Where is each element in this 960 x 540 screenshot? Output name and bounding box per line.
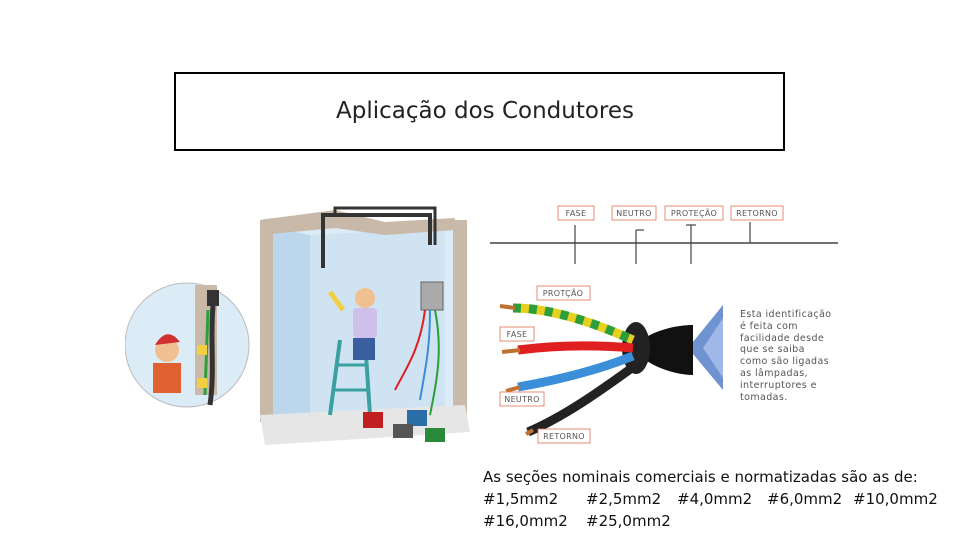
sections-row-2: #16,0mm2 #25,0mm2 <box>483 510 938 532</box>
label-retorno-side: RETORNO <box>543 432 585 441</box>
section-value: #6,0mm2 <box>767 490 843 508</box>
label-neutro-side: NEUTRO <box>504 395 539 404</box>
note-line: como são ligadas <box>740 356 830 368</box>
sections-row-1: #1,5mm2 #2,5mm2 #4,0mm2 #6,0mm2 #10,0mm2 <box>483 488 938 510</box>
sections-intro: As seções nominais comerciais e normatiz… <box>483 468 918 486</box>
note-line: tomadas. <box>740 391 788 403</box>
section-value: #16,0mm2 <box>483 512 568 530</box>
section-value: #2,5mm2 <box>586 490 662 508</box>
label-fase-top: FASE <box>566 209 587 218</box>
page-title: Aplicação dos Condutores <box>336 98 635 124</box>
cable-diagram: FASE NEUTRO PROTEÇÃO RETORNO PROTÇÃO FAS… <box>490 205 838 444</box>
note-line: Esta identificação <box>740 309 832 320</box>
label-protecao-side: PROTÇÃO <box>543 288 583 298</box>
section-value: #10,0mm2 <box>853 490 938 508</box>
identification-note: Esta identificação é feita com facilidad… <box>740 309 850 403</box>
note-line: interruptores e <box>740 379 817 391</box>
section-value: #25,0mm2 <box>586 512 671 530</box>
sections-text: As seções nominais comerciais e normatiz… <box>483 466 938 532</box>
label-retorno-top: RETORNO <box>736 209 778 218</box>
note-line: facilidade desde <box>740 332 825 344</box>
note-line: é feita com <box>740 320 798 332</box>
section-value: #1,5mm2 <box>483 490 559 508</box>
electrician-illustration <box>125 206 470 445</box>
label-fase-side: FASE <box>507 330 528 339</box>
note-line: as lâmpadas, <box>740 367 808 379</box>
section-value: #4,0mm2 <box>677 490 753 508</box>
label-neutro-top: NEUTRO <box>616 209 651 218</box>
label-protecao-top: PROTEÇÃO <box>671 208 717 218</box>
title-box: Aplicação dos Condutores <box>174 72 785 151</box>
note-line: que se saiba <box>740 344 805 356</box>
